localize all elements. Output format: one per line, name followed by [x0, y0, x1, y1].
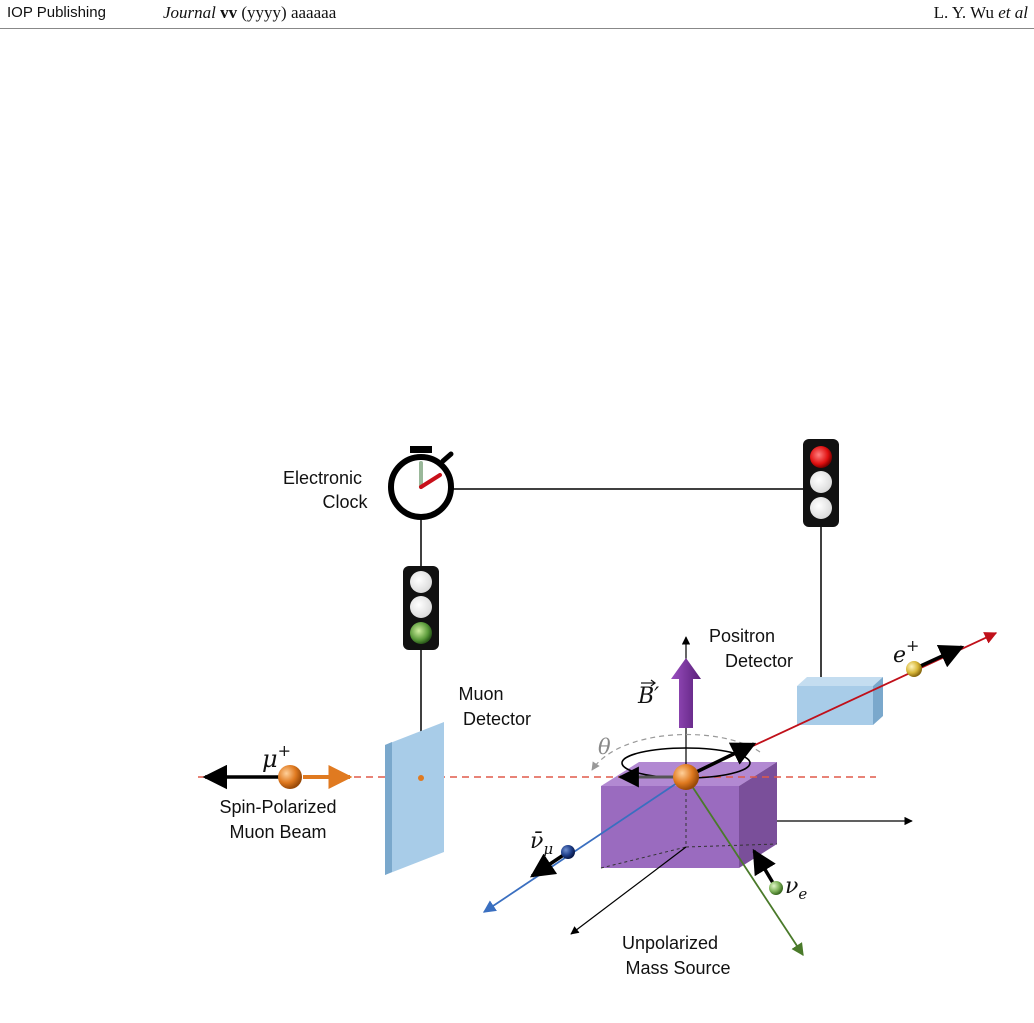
journal-volume: vv: [220, 3, 238, 22]
traffic-light-green-icon: [403, 566, 439, 650]
page-header: IOP Publishing Journal vv (yyyy) aaaaaa …: [0, 0, 1034, 30]
vector-arrow-icon: [641, 679, 656, 687]
positron-spin-arrow: [913, 645, 965, 671]
source-label-line2: Mass Source: [625, 958, 730, 978]
neutrino-symbol-sub: e: [798, 885, 807, 903]
authors-suffix: et al: [998, 3, 1028, 22]
antineutrino-symbol-base: ν̄: [530, 829, 543, 854]
beam-label-line2: Muon Beam: [229, 822, 326, 842]
journal-article: aaaaaa: [290, 3, 337, 22]
antineutrino-ball: [561, 845, 575, 859]
journal-citation: Journal vv (yyyy) aaaaaa: [163, 3, 336, 23]
neutrino-ball: [769, 881, 783, 895]
authors: L. Y. Wu et al: [934, 3, 1028, 23]
stopped-muon-ball: [673, 764, 699, 790]
muon-symbol-base: μ: [262, 745, 278, 773]
positron-symbol-charge: +: [906, 636, 919, 655]
beam-label-line1: Spin-Polarized: [219, 797, 336, 817]
antineutrino-symbol-sub: μ: [543, 840, 553, 858]
source-label-line1: Unpolarized: [622, 933, 718, 953]
antineutrino-track: [482, 776, 687, 913]
muon-symbol: μ+: [262, 741, 291, 773]
positron-detector-label-line2: Detector: [725, 651, 793, 671]
stopwatch-icon: [388, 446, 454, 520]
muon-detector-label-line2: Detector: [463, 709, 531, 729]
traffic-light-red-icon: [803, 439, 839, 527]
field-symbol: B′: [637, 684, 659, 709]
positron-ball: [906, 661, 922, 677]
positron-detector: [797, 677, 883, 725]
muon-detector: [385, 722, 444, 875]
angle-symbol: θ: [598, 735, 611, 759]
clock-label-line2: Clock: [322, 492, 368, 512]
signal-wiring: [420, 488, 822, 733]
header-rule: [0, 28, 1034, 29]
author-names: L. Y. Wu: [933, 3, 994, 22]
publisher-name: IOP Publishing: [7, 4, 106, 21]
neutrino-symbol-base: ν: [785, 874, 798, 899]
muon-detector-label-line1: Muon: [458, 684, 503, 704]
antineutrino-spin-arrow: [529, 850, 569, 878]
muon-symbol-charge: +: [278, 741, 291, 760]
neutrino-track: [685, 776, 804, 957]
positron-detector-label-line1: Positron: [709, 626, 775, 646]
journal-name: Journal: [163, 3, 216, 22]
neutrino-spin-arrow: [752, 848, 778, 889]
positron-symbol: e+: [893, 636, 919, 668]
clock-label-line1: Electronic: [283, 468, 362, 488]
beam-muon-ball: [278, 765, 302, 789]
magnetic-field-arrow: [671, 658, 701, 728]
antineutrino-symbol: ν̄μ: [530, 829, 553, 858]
journal-year: (yyyy): [241, 3, 287, 22]
neutrino-symbol: νe: [785, 874, 807, 903]
positron-symbol-base: e: [893, 643, 906, 668]
